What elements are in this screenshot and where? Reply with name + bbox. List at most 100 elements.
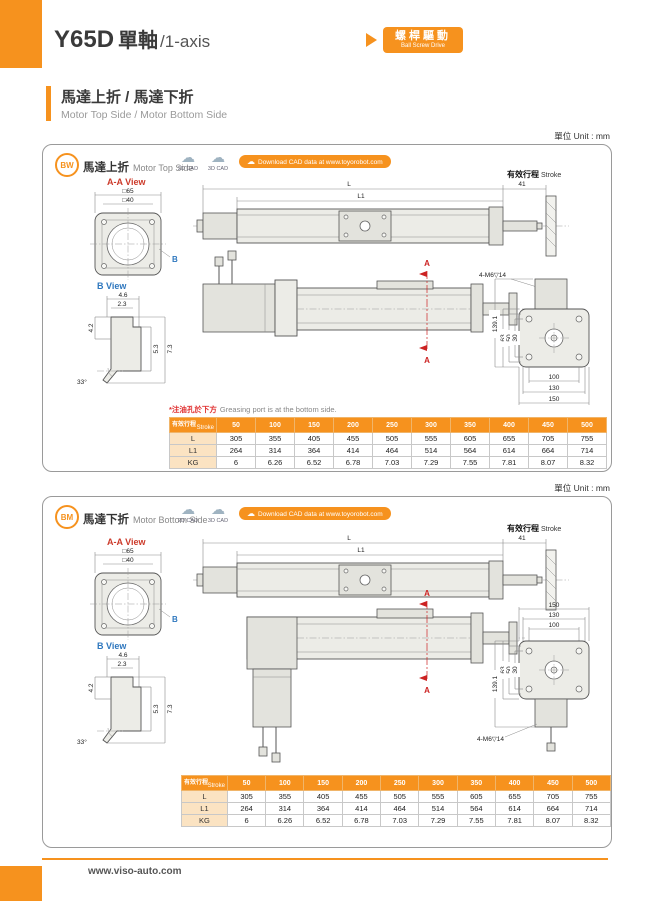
download-cad-label: Download CAD data at www.toyorobot.com <box>258 511 383 518</box>
table-cell: 464 <box>372 444 412 457</box>
triangle-icon <box>366 33 377 47</box>
table-cell: 6.52 <box>303 814 343 827</box>
stroke-col-header: 350 <box>450 417 490 433</box>
table-cell: 414 <box>341 802 382 815</box>
drive-badge-en: Ball Screw Drive <box>400 43 445 49</box>
stroke-col-header: 150 <box>294 417 334 433</box>
dim-4m6: 4-M6▽14 <box>479 272 506 279</box>
stroke-col-header: 50 <box>226 775 267 791</box>
dim-7-3: 7.3 <box>167 704 174 713</box>
stroke-col-header: 450 <box>528 417 568 433</box>
download-cad-button[interactable]: ☁Download CAD data at www.toyorobot.com <box>239 507 391 520</box>
table-cell: 505 <box>380 790 420 803</box>
table-cell: 364 <box>294 444 334 457</box>
table-cell: 6.26 <box>255 456 295 469</box>
table-cell: 705 <box>528 432 568 445</box>
stroke-col-header: 250 <box>372 417 412 433</box>
stroke-col-header: 200 <box>333 417 373 433</box>
unit-label: 單位 Unit : mm <box>554 131 610 141</box>
cad-3d-icon[interactable]: ☁3D CAD <box>203 502 233 525</box>
title-cn: 單軸 <box>118 30 159 52</box>
table-cell: 364 <box>303 802 343 815</box>
dim-150: 150 <box>549 396 560 403</box>
dim-33deg: 33° <box>77 378 87 386</box>
greasing-note-cn: *注油孔於下方 <box>169 405 217 414</box>
aa-view-label: A-A View <box>107 537 146 547</box>
download-cloud-icon: ☁ <box>247 509 255 518</box>
table-cell: 6 <box>226 814 267 827</box>
cad-2d-icon[interactable]: ☁2D CAD <box>173 150 203 173</box>
dim-100: 100 <box>549 622 560 629</box>
table-cell: 505 <box>372 432 412 445</box>
footer-divider <box>42 858 608 860</box>
cad-3d-label: 3D CAD <box>207 166 229 172</box>
row-label-cell: L <box>181 790 228 803</box>
stroke-col-header: 150 <box>303 775 343 791</box>
table-cell: 8.32 <box>571 814 612 827</box>
stroke-col-header: 300 <box>411 417 451 433</box>
section-heading: 馬達上折 / 馬達下折 Motor Top Side / Motor Botto… <box>46 86 227 121</box>
cloud-icon: ☁ <box>181 501 195 517</box>
download-cad-label: Download CAD data at www.toyorobot.com <box>258 159 383 166</box>
download-cloud-icon: ☁ <box>247 157 255 166</box>
dim-150: 150 <box>549 602 560 609</box>
mount-plate-top-view <box>545 195 557 257</box>
variant-code-badge: BM <box>55 505 79 529</box>
table-cell: 7.29 <box>418 814 458 827</box>
table-cell: 655 <box>489 432 529 445</box>
table-cell: 6.78 <box>333 456 373 469</box>
table-cell: 664 <box>533 802 573 815</box>
section-title: 馬達上折 / 馬達下折 <box>61 89 194 106</box>
dim-30: 30 <box>512 334 519 342</box>
stroke-col-header: 350 <box>456 775 496 791</box>
table-cell: 305 <box>226 790 267 803</box>
cad-3d-icon[interactable]: ☁3D CAD <box>203 150 233 173</box>
motor-side-view <box>202 283 276 333</box>
unit-label: 單位 Unit : mm <box>554 483 610 493</box>
dim-100: 100 <box>549 374 560 381</box>
table-cell: 405 <box>294 432 334 445</box>
dim-L1: L1 <box>357 193 365 200</box>
table-cell: 8.32 <box>567 456 607 469</box>
cloud-icon: ☁ <box>211 501 225 517</box>
table-cell: 6.78 <box>341 814 382 827</box>
table-cell: 755 <box>567 432 607 445</box>
table-cell: 6.52 <box>294 456 334 469</box>
table-cell: 564 <box>450 444 490 457</box>
dim-4-6: 4.6 <box>118 652 127 659</box>
stroke-col-header: 500 <box>571 775 612 791</box>
footer-url[interactable]: www.viso-auto.com <box>88 866 182 877</box>
dim-41: 41 <box>518 535 526 542</box>
stroke-col-header: 250 <box>380 775 420 791</box>
aa-view-drawing: □65 □40 B <box>90 188 178 280</box>
cad-2d-icon[interactable]: ☁2D CAD <box>173 502 203 525</box>
table-cell: 355 <box>265 790 305 803</box>
stroke-label-en: Stroke <box>541 526 561 533</box>
dim-63: 63 <box>500 334 507 342</box>
panel-name-en: Motor Bottom Side <box>133 515 208 525</box>
dim-4-2: 4.2 <box>88 323 95 332</box>
section-subtitle: Motor Top Side / Motor Bottom Side <box>61 109 228 121</box>
table-cell: 314 <box>255 444 295 457</box>
title-en: /1-axis <box>160 32 211 51</box>
aa-view-label: A-A View <box>107 177 146 187</box>
table-cell: 7.29 <box>411 456 451 469</box>
b-profile-shape <box>102 676 142 744</box>
dim-sq40: □40 <box>122 197 134 204</box>
motor-top-view <box>202 212 238 240</box>
stroke-col-header: 400 <box>489 417 529 433</box>
table-cell: 514 <box>418 802 458 815</box>
table-cell: 555 <box>411 432 451 445</box>
table-cell: 7.81 <box>489 456 529 469</box>
stroke-col-header: 400 <box>494 775 535 791</box>
stroke-col-header: 300 <box>418 775 458 791</box>
download-cad-button[interactable]: ☁Download CAD data at www.toyorobot.com <box>239 155 391 168</box>
stroke-label-cn: 有效行程 <box>507 169 539 179</box>
